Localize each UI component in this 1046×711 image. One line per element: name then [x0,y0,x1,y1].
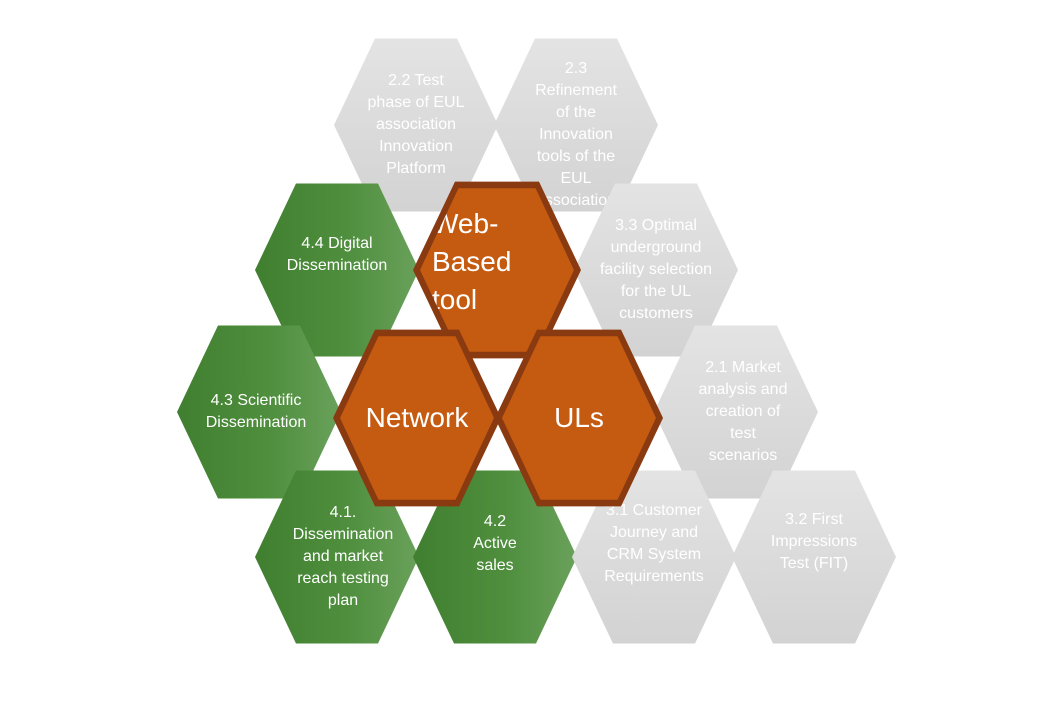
hex-4-1-dissemination-plan: 4.1. Dissemination and market reach test… [255,470,419,644]
hex-2-2-label: 2.2 Test phase of EUL association Innova… [367,72,465,177]
hex-2-3-label: 2.3 Refinement of the Innovation tools o… [535,60,617,209]
hex-2-1-label: 2.1 Market analysis and creation of test… [698,359,788,464]
hex-3-1-label: 3.1 Customer Journey and CRM System Requ… [604,502,704,585]
hex-network-label: Network [365,402,469,433]
hex-3-3-label: 3.3 Optimal underground facility selecti… [599,217,713,322]
hex-3-2-label: 3.2 First Impressions Test (FIT) [770,511,858,572]
hex-4-3-scientific-dissemination: 4.3 Scientific Dissemination [177,325,341,499]
hex-4-1-label: 4.1. Dissemination and market reach test… [292,504,394,609]
hex-4-2-label: 4.2 Active sales [473,513,517,574]
hex-web-based-tool-label: Web-Based tool [432,208,512,315]
hex-web-based-tool-fill: Web-Based tool [420,188,574,352]
hex-2-2-test-phase: 2.2 Test phase of EUL association Innova… [334,38,498,212]
hex-network-fill: Network [340,336,494,500]
hex-uls-label: ULs [554,402,604,433]
hex-4-4-label: 4.4 Digital Dissemination [286,235,388,274]
hex-4-3-label: 4.3 Scientific Dissemination [205,392,307,431]
hex-uls-fill: ULs [502,336,656,500]
